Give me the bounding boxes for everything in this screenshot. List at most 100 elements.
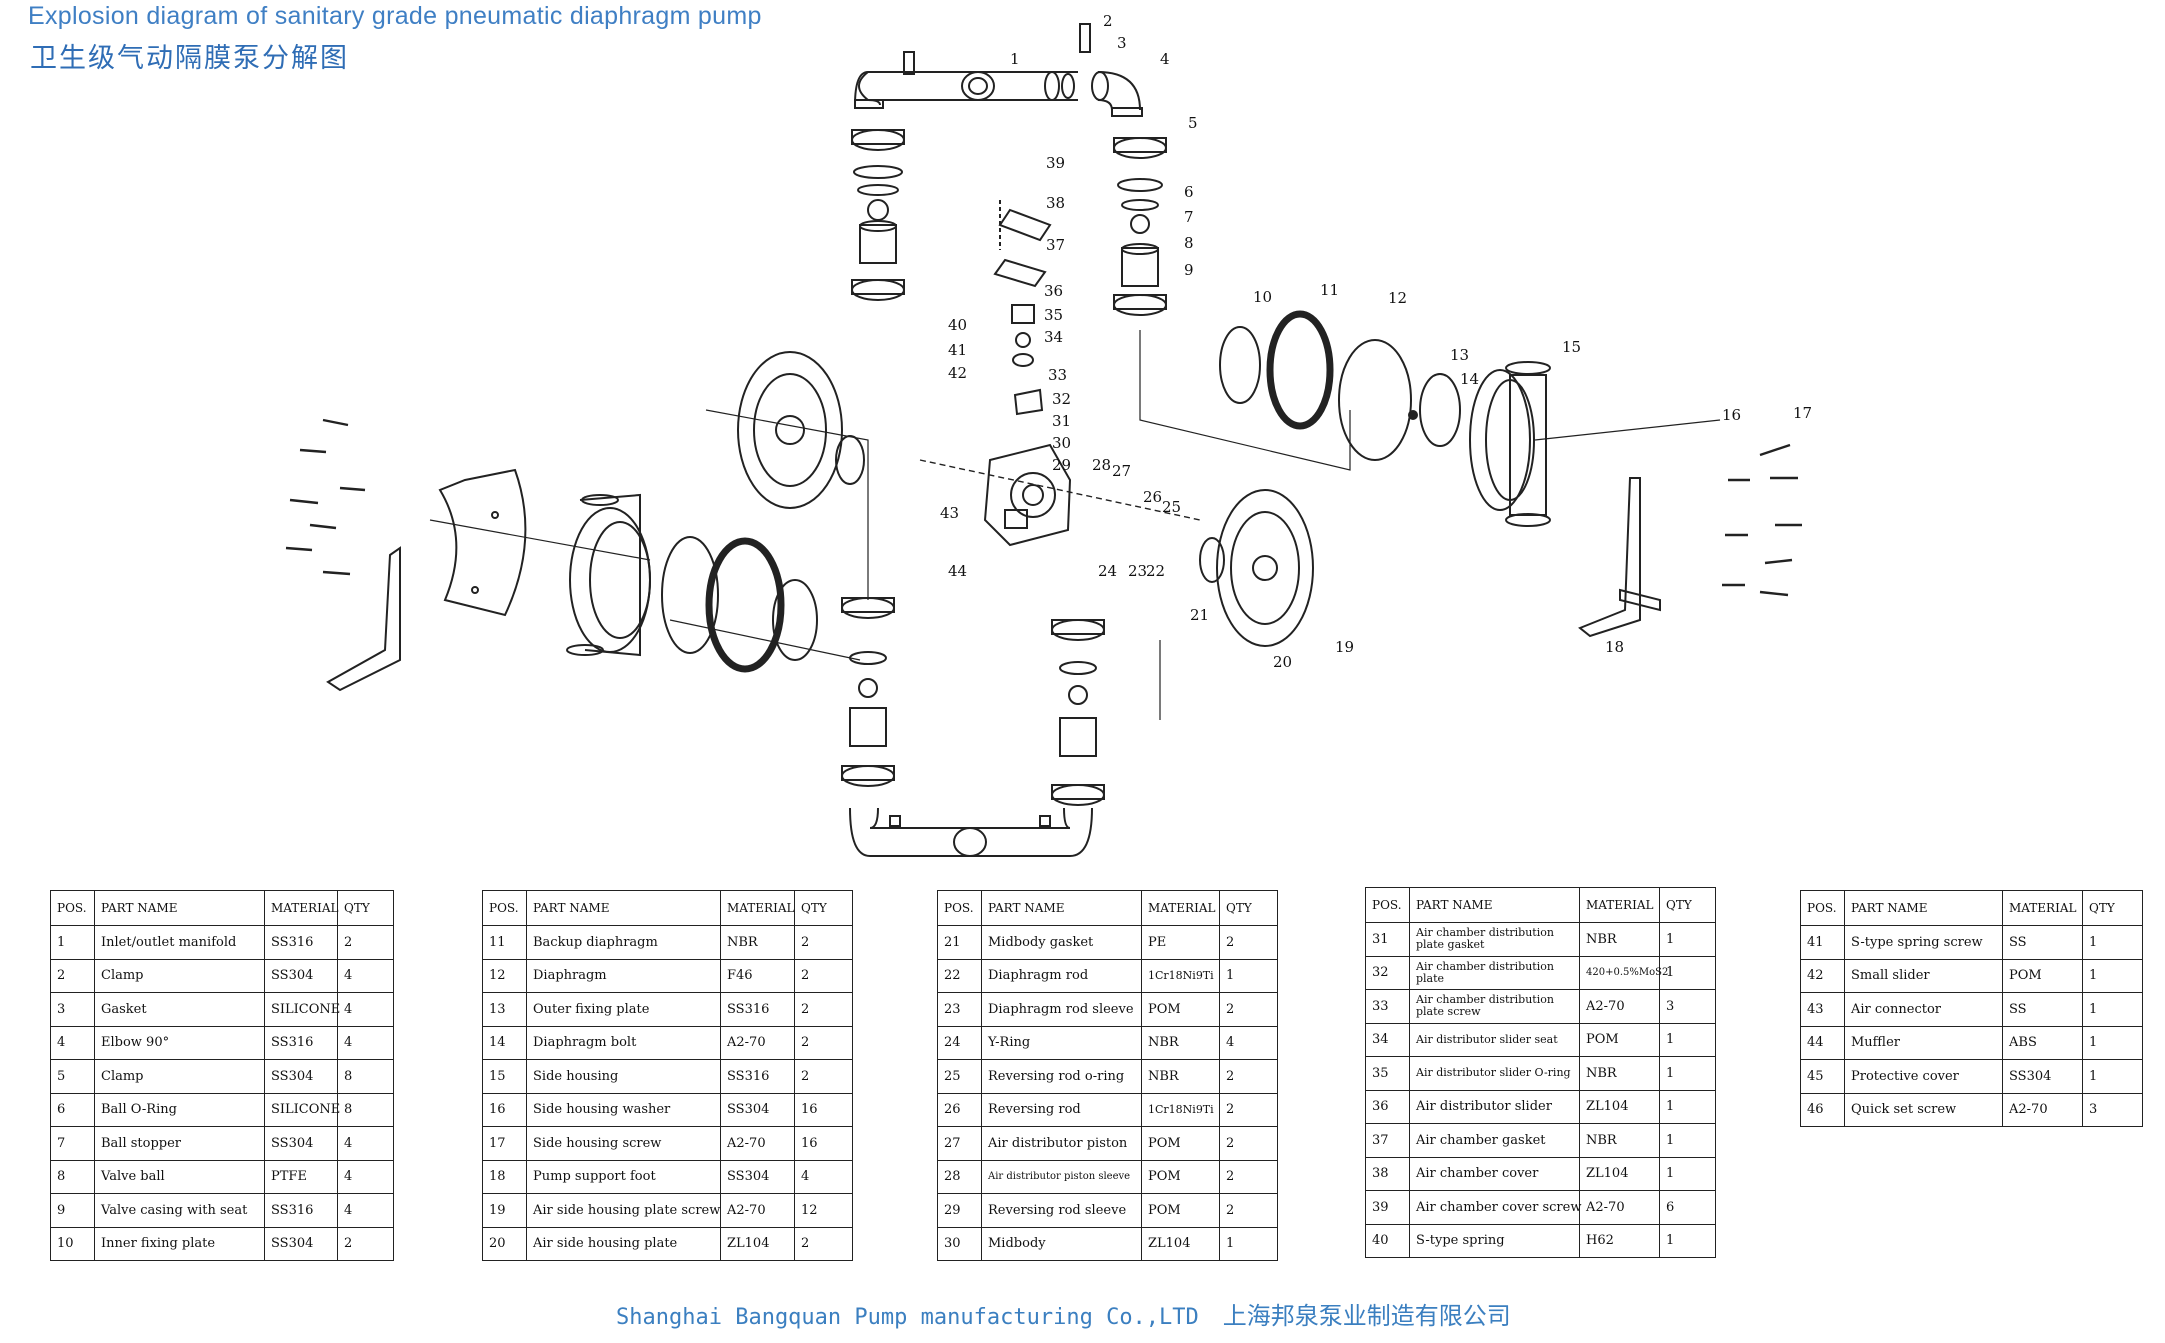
pos: 2 (50, 958, 95, 993)
title-english: Explosion diagram of sanitary grade pneu… (28, 2, 762, 30)
callout-41: 41 (948, 341, 967, 359)
qty: 3 (1659, 989, 1716, 1024)
part-name: Reversing rod o-ring (981, 1059, 1142, 1094)
part-name: S-type spring (1409, 1223, 1580, 1258)
qty: 2 (794, 925, 853, 960)
material: POM (1141, 1159, 1220, 1194)
material: PE (1141, 925, 1220, 960)
qty: 4 (1219, 1025, 1278, 1060)
callout-29: 29 (1052, 456, 1071, 474)
qty: 1 (1219, 958, 1278, 993)
qty: 16 (794, 1126, 853, 1161)
callout-19: 19 (1335, 638, 1354, 656)
header-part-name: PART NAME (981, 890, 1142, 926)
qty: 4 (337, 992, 394, 1027)
pos: 12 (482, 958, 527, 993)
part-name: Outer fixing plate (526, 992, 721, 1027)
qty: 4 (337, 1126, 394, 1161)
footer: Shanghai Bangquan Pump manufacturing Co.… (616, 1296, 1511, 1331)
part-name: Elbow 90° (94, 1025, 265, 1060)
qty: 4 (794, 1159, 853, 1194)
callout-42: 42 (948, 364, 967, 382)
pos: 27 (937, 1126, 982, 1161)
part-name: Diaphragm (526, 958, 721, 993)
pos: 40 (1365, 1223, 1410, 1258)
callout-2: 2 (1103, 12, 1113, 30)
qty: 8 (337, 1092, 394, 1127)
callout-31: 31 (1052, 412, 1071, 430)
qty: 2 (1219, 1059, 1278, 1094)
table-header: POS. PART NAME MATERIAL QTY (937, 890, 1278, 926)
callout-21: 21 (1190, 606, 1209, 624)
part-name: Ball O-Ring (94, 1092, 265, 1127)
material: NBR (1141, 1059, 1220, 1094)
callout-3: 3 (1117, 34, 1127, 52)
callout-27: 27 (1112, 462, 1131, 480)
callout-35: 35 (1044, 306, 1063, 324)
part-name: Muffler (1844, 1025, 2003, 1060)
protective-cover (438, 468, 527, 617)
pos: 15 (482, 1059, 527, 1094)
part-name: Inner fixing plate (94, 1226, 265, 1261)
header-qty: QTY (794, 890, 853, 926)
callout-11: 11 (1320, 281, 1339, 299)
material: POM (1141, 1193, 1220, 1228)
material: PTFE (264, 1159, 338, 1194)
material: ABS (2002, 1025, 2083, 1060)
pos: 32 (1365, 955, 1410, 990)
pos: 23 (937, 992, 982, 1027)
callout-25: 25 (1162, 498, 1181, 516)
pos: 45 (1800, 1059, 1845, 1094)
pos: 20 (482, 1226, 527, 1261)
callout-17: 17 (1793, 404, 1812, 422)
part-name: Midbody gasket (981, 925, 1142, 960)
part-name: Midbody (981, 1226, 1142, 1261)
callout-12: 12 (1388, 289, 1407, 307)
pos: 29 (937, 1193, 982, 1228)
part-name: Pump support foot (526, 1159, 721, 1194)
callout-30: 30 (1052, 434, 1071, 452)
callout-14: 14 (1460, 370, 1479, 388)
material: A2-70 (2002, 1092, 2083, 1127)
qty: 2 (1219, 992, 1278, 1027)
qty: 1 (2082, 925, 2143, 960)
material: POM (1141, 1126, 1220, 1161)
qty: 3 (2082, 1092, 2143, 1127)
left-valve-stack-lower (841, 597, 895, 787)
qty: 1 (2082, 958, 2143, 993)
left-diaphragm-set (661, 536, 818, 673)
callout-20: 20 (1273, 653, 1292, 671)
header-pos: POS. (482, 890, 527, 926)
callout-13: 13 (1450, 346, 1469, 364)
callout-33: 33 (1048, 366, 1067, 384)
part-name: Diaphragm rod sleeve (981, 992, 1142, 1027)
pos: 28 (937, 1159, 982, 1194)
pos: 38 (1365, 1156, 1410, 1191)
table-header: POS. PART NAME MATERIAL QTY (50, 890, 394, 926)
right-air-housing-plate (1199, 489, 1314, 647)
callout-40: 40 (948, 316, 967, 334)
callout-23: 23 (1128, 562, 1147, 580)
left-screws (285, 418, 366, 576)
material: SS316 (264, 1025, 338, 1060)
material: A2-70 (720, 1025, 795, 1060)
part-name: Air distributor slider (1409, 1089, 1580, 1124)
